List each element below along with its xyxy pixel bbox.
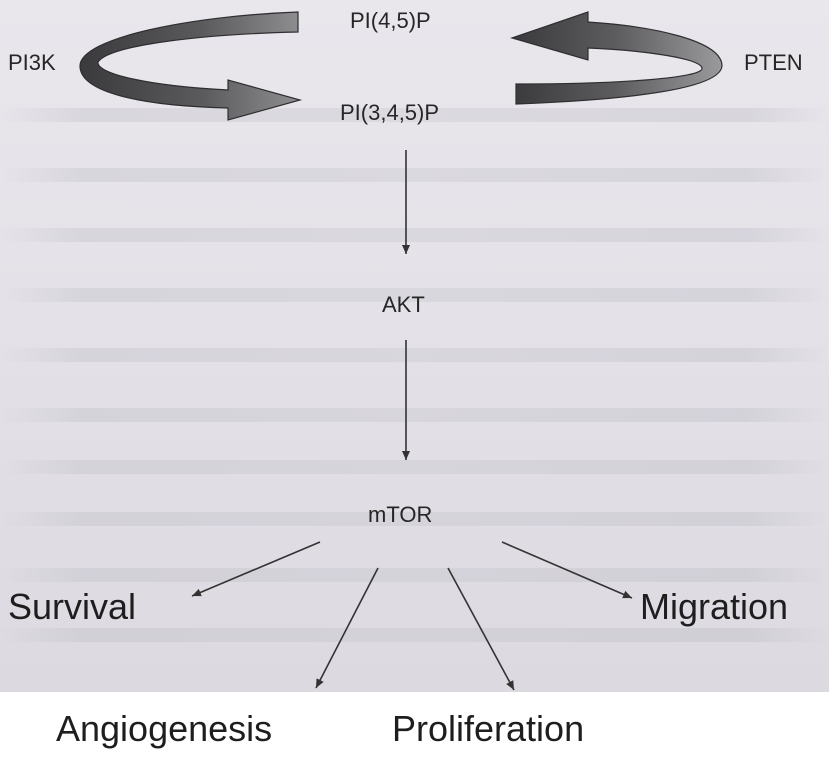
node-pi345p: PI(3,4,5)P bbox=[340, 100, 440, 125]
node-pi45p: PI(4,5)P bbox=[350, 8, 431, 33]
background-line bbox=[0, 168, 829, 182]
enzyme-pi3k: PI3K bbox=[8, 50, 56, 75]
pten-cycle-arrow bbox=[510, 11, 723, 105]
background-line bbox=[0, 460, 829, 474]
background-line bbox=[0, 288, 829, 302]
node-akt: AKT bbox=[382, 292, 425, 317]
background-line bbox=[0, 512, 829, 526]
arrow-mtor-to-angiogenesis bbox=[315, 567, 379, 689]
pi3k-cycle-arrow bbox=[79, 11, 303, 121]
node-mtor: mTOR bbox=[368, 502, 433, 527]
arrow-mtor-to-proliferation bbox=[447, 567, 515, 691]
background-line bbox=[0, 408, 829, 422]
outcome-migration: Migration bbox=[640, 586, 789, 627]
background-line bbox=[0, 228, 829, 242]
background-line bbox=[0, 348, 829, 362]
background-line bbox=[0, 108, 829, 122]
enzyme-pten: PTEN bbox=[744, 50, 803, 75]
background-line bbox=[0, 628, 829, 642]
outcome-angiogenesis: Angiogenesis bbox=[56, 708, 273, 749]
outcome-proliferation: Proliferation bbox=[392, 708, 585, 749]
arrow-mtor-to-migration bbox=[501, 541, 633, 599]
diagram-panel bbox=[0, 0, 829, 692]
background-line bbox=[0, 568, 829, 582]
outcome-survival: Survival bbox=[8, 586, 137, 627]
arrow-mtor-to-survival bbox=[191, 541, 321, 597]
